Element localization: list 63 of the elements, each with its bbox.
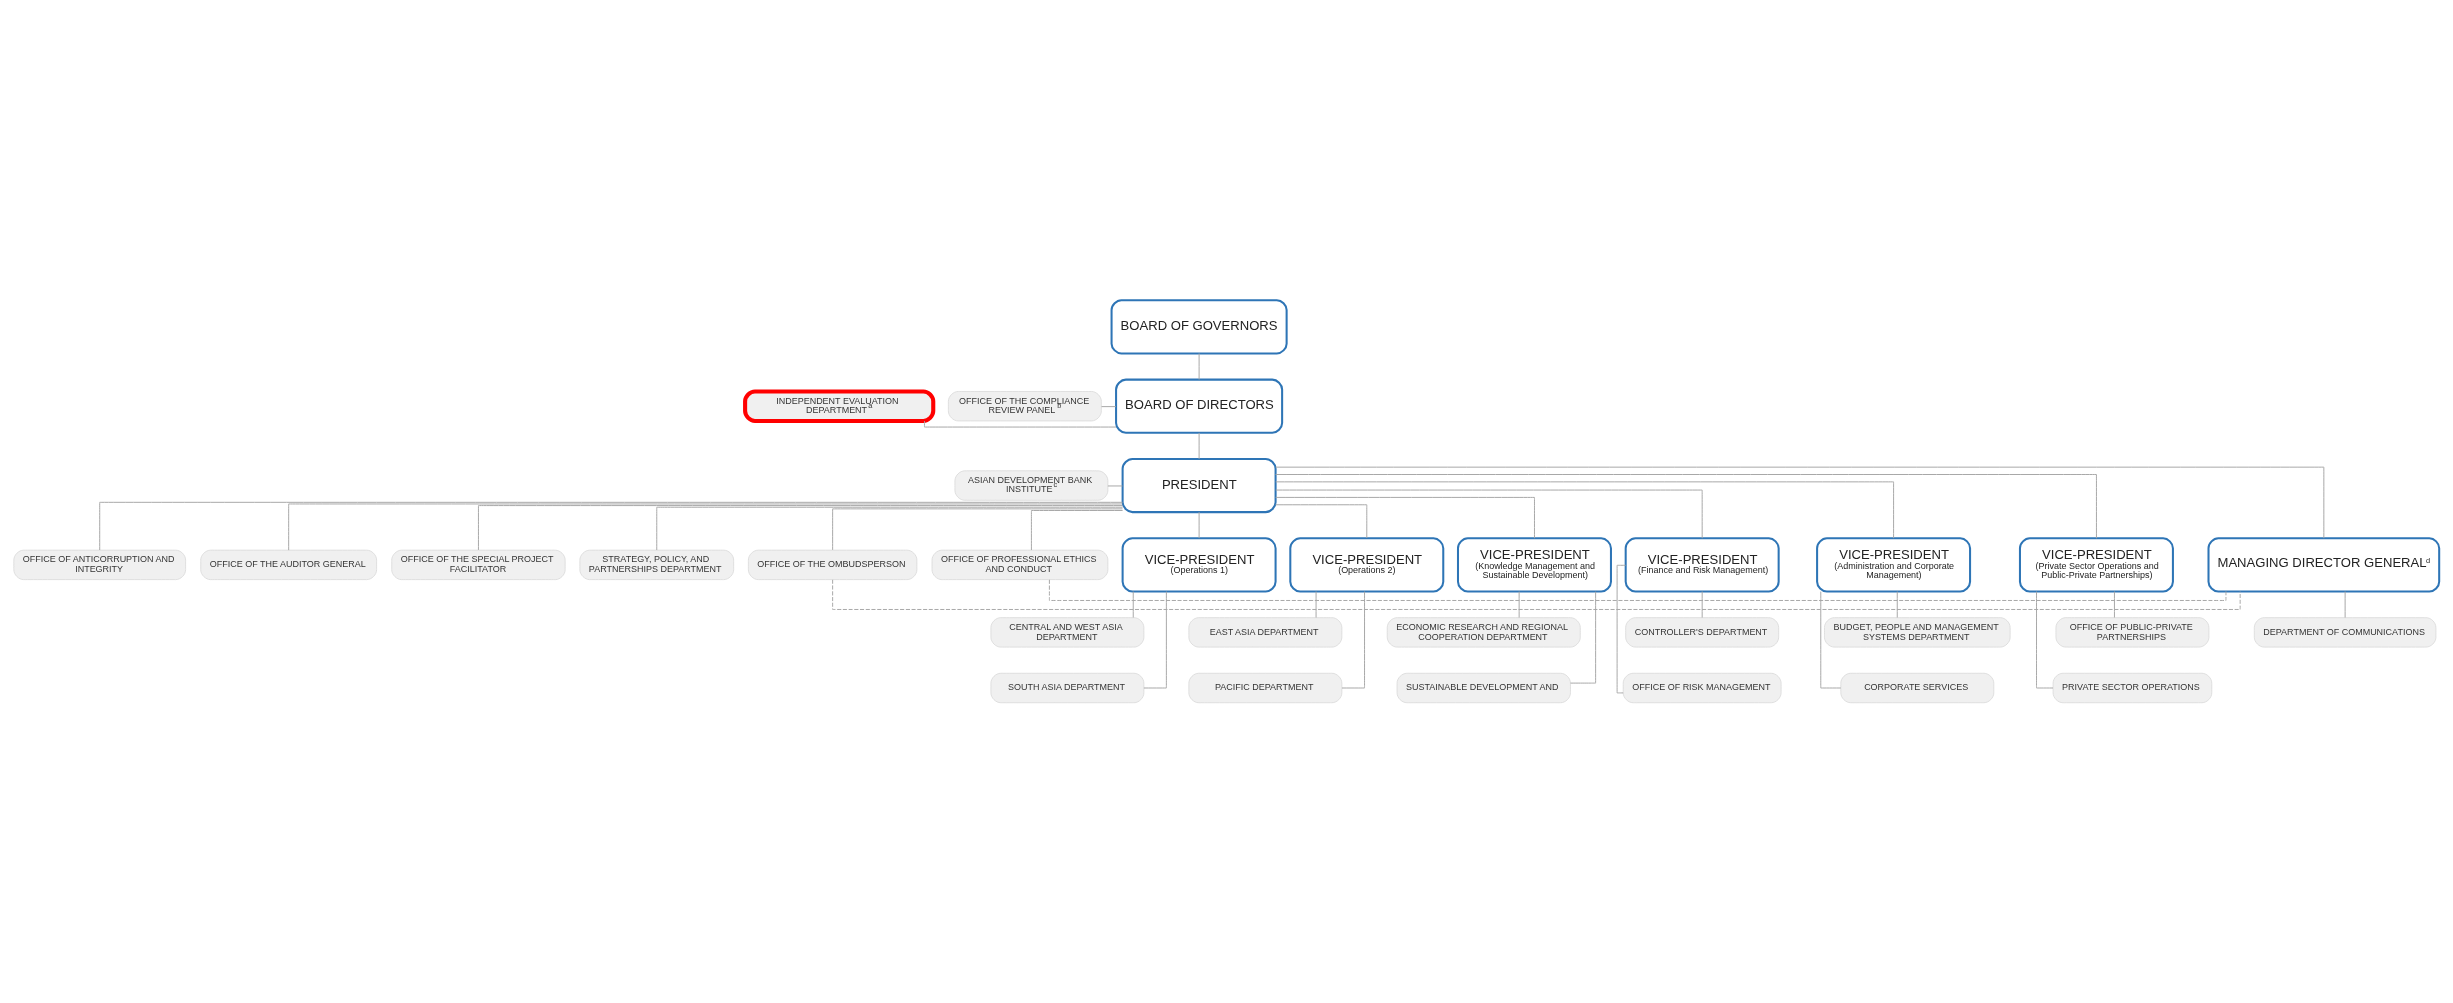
node-box: SUSTAINABLE DEVELOPMENT AND [1396, 672, 1571, 704]
node-box: EAST ASIA DEPARTMENT [1188, 617, 1343, 648]
connector [1101, 406, 1117, 408]
connector [1275, 481, 1895, 539]
connector [1616, 564, 1627, 694]
node-box: ASIAN DEVELOPMENT BANK INSTITUTE$^{c}$ [954, 470, 1109, 501]
connector [1275, 489, 1703, 539]
node-box: OFFICE OF RISK MANAGEMENT [1622, 672, 1782, 704]
node-box: BUDGET, PEOPLE AND MANAGEMENT SYSTEMS DEPARTMENT [1824, 617, 2011, 648]
connector [1570, 591, 1597, 684]
connector [1275, 496, 1535, 539]
connector [2113, 591, 2115, 619]
node-box: VICE-PRESIDENT (Operations 2) [1289, 537, 1445, 593]
node-box: OFFICE OF THE AUDITOR GENERAL [200, 549, 377, 581]
node-box: PRIVATE SECTOR OPERATIONS [2052, 672, 2213, 704]
connector [832, 508, 1123, 551]
connector [656, 506, 1124, 551]
node-box: OFFICE OF THE OMBUDSPERSON [747, 549, 918, 581]
connector [923, 420, 1117, 428]
connector [1132, 591, 1134, 619]
node-box: VICE-PRESIDENT (Administration and Corporate Management) [1816, 537, 1972, 593]
node-box: OFFICE OF THE SPECIAL PROJECT FACILITATOR [391, 549, 566, 581]
connector [1315, 591, 1317, 619]
connector [1896, 591, 1898, 619]
node-box: SOUTH ASIA DEPARTMENT [990, 672, 1145, 704]
connector [1030, 510, 1124, 551]
connector [1107, 485, 1123, 487]
connector [1198, 432, 1200, 460]
connector [2036, 591, 2054, 689]
connector [99, 501, 1123, 551]
connector [1701, 591, 1703, 619]
node-box: INDEPENDENT EVALUATION DEPARTMENT$^{a}$ [743, 389, 936, 423]
connector [2344, 591, 2346, 619]
node-box: VICE-PRESIDENT (Operations 1) [1121, 537, 1277, 593]
connector [1820, 591, 1842, 689]
connector [1518, 591, 1520, 619]
node-box: CORPORATE SERVICES [1840, 672, 1995, 704]
node-box: ECONOMIC RESEARCH AND REGIONAL COOPERATION DEPARTMENT [1386, 617, 1581, 648]
connector [1275, 504, 1368, 539]
node-box: MANAGING DIRECTOR GENERAL$^{d}$ [2207, 537, 2441, 593]
node-box: BOARD OF GOVERNORS [1110, 299, 1288, 355]
node-box: OFFICE OF PUBLIC-PRIVATE PARTNERSHIPS [2055, 617, 2210, 648]
node-box: VICE-PRESIDENT (Knowledge Management and Sustainable Development) [1456, 537, 1612, 593]
node-box: STRATEGY, POLICY, AND PARTNERSHIPS DEPARTMENT [579, 549, 735, 581]
connector [832, 579, 2241, 610]
node-box: PACIFIC DEPARTMENT [1188, 672, 1343, 704]
node-box: OFFICE OF PROFESSIONAL ETHICS AND CONDUCT [931, 549, 1109, 581]
connector [1048, 579, 2227, 601]
node-box: CENTRAL AND WEST ASIA DEPARTMENT [990, 617, 1145, 648]
connector [1198, 511, 1200, 539]
node-box: OFFICE OF THE COMPLIANCE REVIEW PANEL$^{b}$ [947, 391, 1102, 422]
node-box: DEPARTMENT OF COMMUNICATIONS [2253, 617, 2437, 648]
node-box: BOARD OF DIRECTORS [1115, 378, 1284, 434]
node-box: OFFICE OF ANTICORRUPTION AND INTEGRITY [13, 549, 186, 581]
node-box: CONTROLLER'S DEPARTMENT [1625, 617, 1780, 648]
node-box: VICE-PRESIDENT (Private Sector Operations and Public-Private Partnerships) [2018, 537, 2174, 593]
connector [477, 505, 1123, 551]
connector [1198, 353, 1200, 380]
connector [1275, 474, 2097, 539]
node-box: PRESIDENT [1121, 457, 1277, 514]
node-box: VICE-PRESIDENT (Finance and Risk Management) [1624, 537, 1780, 593]
connector [288, 503, 1123, 551]
connector [1275, 466, 2325, 539]
